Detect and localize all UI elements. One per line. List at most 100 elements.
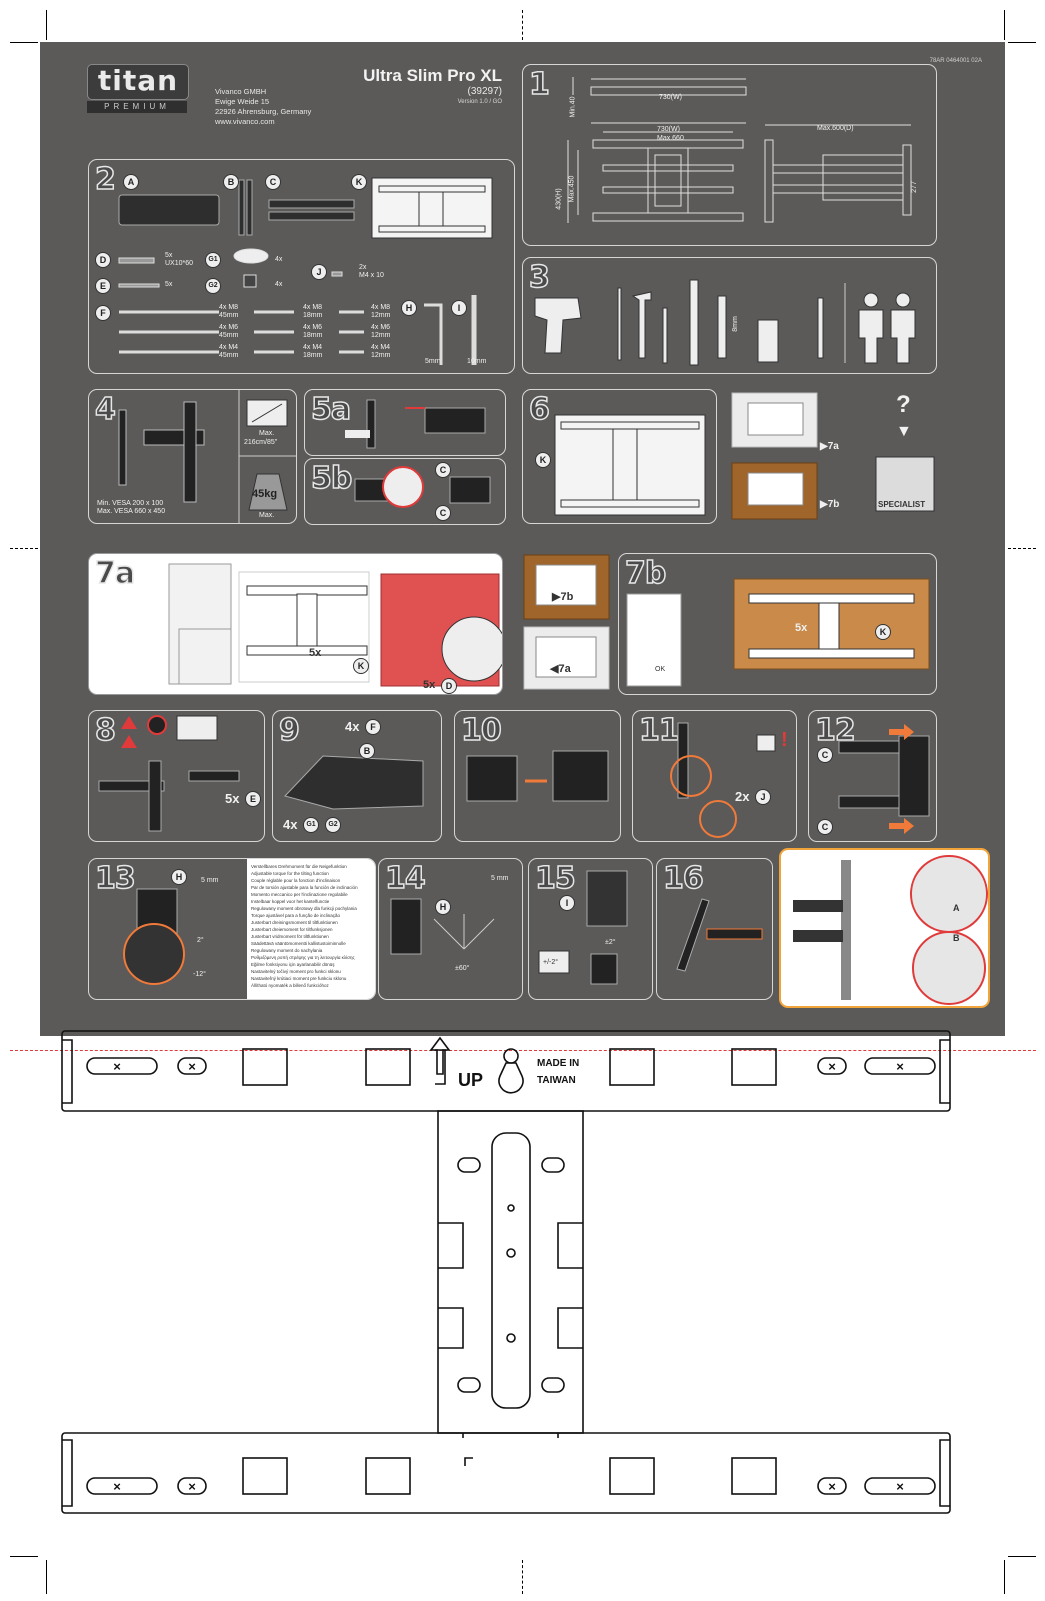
step-11-panel: 11 ! 2x J xyxy=(632,710,797,842)
x-mark: × xyxy=(188,1059,196,1074)
screw-spec: 12mm xyxy=(371,352,391,359)
crop-mark xyxy=(1008,1556,1036,1557)
part-j-spec: M4 x 10 xyxy=(359,272,384,279)
x-mark: × xyxy=(188,1479,196,1494)
max-size-label: Max. xyxy=(259,430,275,437)
screw-count: 2x xyxy=(735,789,750,804)
spacer-count: 4x xyxy=(283,817,298,832)
tilt-down: -12° xyxy=(193,971,206,978)
tools-drawing xyxy=(534,279,916,366)
specialist-label: SPECIALIST xyxy=(878,500,926,509)
screw-count: 5x xyxy=(795,622,808,634)
level-adjust: +/-2° xyxy=(543,959,559,966)
brand-logo: titan PREMIUM xyxy=(87,64,189,114)
part-d-label: D xyxy=(95,252,111,268)
part-i-label: I xyxy=(451,300,467,316)
crop-mark xyxy=(46,10,47,40)
part-c-label: C xyxy=(817,819,833,835)
crop-mark xyxy=(522,10,524,40)
step-16-drawing xyxy=(676,898,763,972)
step-7a-panel: 7a 5x K 5x D xyxy=(88,553,503,695)
part-k-label: K xyxy=(353,658,369,674)
go-to-7b: ▶7b xyxy=(820,499,840,510)
hex-key-size: 5 mm xyxy=(491,875,509,882)
swivel-angle: ±60° xyxy=(455,965,470,972)
drill-bit-size: 8mm xyxy=(731,316,739,332)
parts-drawing xyxy=(118,177,493,365)
step-13-panel: 13 H 5 mm 2° -12° Verstellbares Drehmome… xyxy=(88,858,376,1000)
lang-line: Par de torsión ajustable para la función… xyxy=(251,885,358,890)
up-label: UP xyxy=(458,1070,483,1090)
screw-count: 5x xyxy=(309,647,322,659)
lang-line: Instelbaar koppel voor het kantelfunctie xyxy=(251,899,330,904)
part-k-label: K xyxy=(351,174,367,190)
x-mark: × xyxy=(113,1479,121,1494)
crop-mark xyxy=(10,42,38,43)
level-angle: ±2° xyxy=(605,939,616,946)
made-in-line-1: MADE IN xyxy=(537,1058,579,1069)
lang-line: Állítható nyomaték a billenő funkcióhoz xyxy=(251,983,329,988)
wall-choice-mid: ▶7b ◀7a xyxy=(522,553,612,693)
lang-line: Justerbart vridmoment för tiltfunktionen xyxy=(251,934,329,939)
step-15-drawing xyxy=(538,870,628,985)
screw-spec: 4x M4 xyxy=(371,344,391,351)
x-mark: × xyxy=(896,1059,904,1074)
dim-277: 277 xyxy=(910,181,918,193)
company-address: Vivanco GMBH Ewige Weide 15 22926 Ahrens… xyxy=(215,87,311,127)
part-f-label: F xyxy=(365,719,381,735)
lang-line: Momento meccanico per l'inclinazione reg… xyxy=(251,892,348,897)
language-list: Verstellbares Drehmoment für die Neigefu… xyxy=(251,863,371,989)
step-number: 7b xyxy=(624,555,667,592)
screw-spec: 18mm xyxy=(303,312,323,319)
step-5b-panel: 5b C C xyxy=(304,458,506,525)
step-number: 9 xyxy=(278,712,300,749)
hex-key-size: 5 mm xyxy=(201,877,219,884)
dim-max450: Max.450 xyxy=(568,175,576,203)
screw-spec: 4x M8 xyxy=(219,304,239,311)
screw-count: 5x xyxy=(423,679,436,691)
wall-plate-drawing xyxy=(554,414,706,516)
go-to-7a: ◀7a xyxy=(550,663,571,675)
lang-line: Justerbart dreiningsmoment til tiltfunkt… xyxy=(251,920,338,925)
step-13-drawing xyxy=(123,859,375,999)
part-j-label: J xyxy=(311,264,327,280)
part-b-label: B xyxy=(223,174,239,190)
crop-mark xyxy=(1004,10,1005,40)
screw-spec: 45mm xyxy=(219,352,239,359)
part-j-qty: 2x xyxy=(359,264,367,271)
part-g1-label: G1 xyxy=(303,817,319,833)
step-4-panel: 4 Max. 216cm/85" 45kg Max. Min. VESA 200… xyxy=(88,389,297,524)
dim-max660: Max.660 xyxy=(657,135,684,142)
step-number: 13 xyxy=(94,860,136,897)
part-j-label: J xyxy=(755,789,771,805)
part-c-label: C xyxy=(265,174,281,190)
step-number: 4 xyxy=(94,391,116,428)
question-mark: ? xyxy=(896,391,911,418)
lang-line: Säädettävä vääntömomentti kallistustoimi… xyxy=(251,941,346,946)
wall-choice-mid-drawing xyxy=(523,554,610,690)
wall-choice: ▶7a ▶7b ? ▼ SPECIALIST xyxy=(728,389,943,522)
step-number: 6 xyxy=(528,391,550,428)
company-city: 22926 Ahrensburg, Germany xyxy=(215,107,312,116)
lang-line: Verstellbares Drehmoment für die Neigefu… xyxy=(251,864,347,869)
lang-line: Ρυθμιζόμενη ροπή στρέψης για τη λειτουργ… xyxy=(251,955,355,960)
part-d-label: D xyxy=(441,678,457,694)
step-7a-drawing xyxy=(168,563,502,687)
screw-spec: 45mm xyxy=(219,312,239,319)
part-g1-label: G1 xyxy=(205,252,221,268)
step-8-panel: 8 5x E xyxy=(88,710,265,842)
part-g2-label: G2 xyxy=(205,278,221,294)
lang-line: Justerbart dreiemoment for tiltfunksjone… xyxy=(251,927,333,932)
product-model: (39297) xyxy=(467,86,502,97)
min-vesa: Min. VESA 200 x 100 xyxy=(97,500,164,507)
part-e-label: E xyxy=(95,278,111,294)
screw-spec: 18mm xyxy=(303,332,323,339)
step-number: 7a xyxy=(94,555,136,592)
screw-spec: 18mm xyxy=(303,352,323,359)
step-5b-drawing xyxy=(354,466,491,508)
step-5a-drawing xyxy=(345,399,486,449)
part-c-label: C xyxy=(435,462,451,478)
part-h-label: H xyxy=(435,899,451,915)
x-mark: × xyxy=(113,1059,121,1074)
step-number: 14 xyxy=(384,860,426,897)
